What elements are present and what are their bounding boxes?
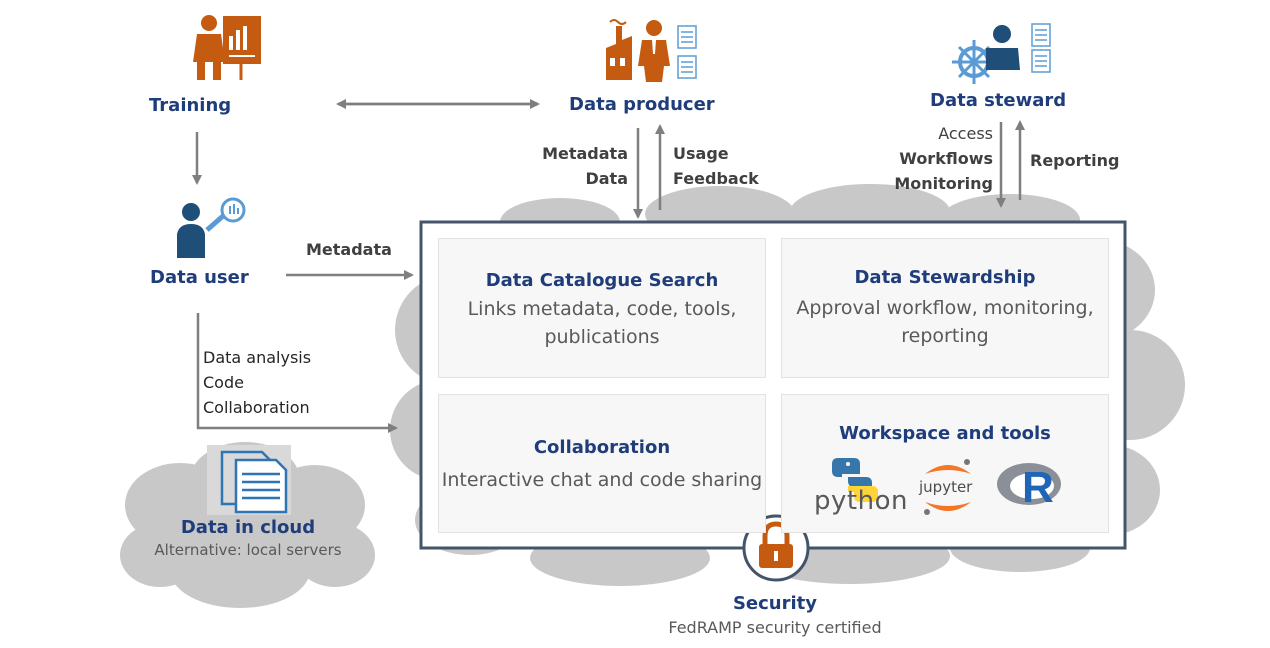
producer-out-line-1: Usage [673, 144, 729, 163]
python-logo: python [812, 456, 907, 520]
user-work-line-1: Data analysis [203, 348, 312, 367]
ship-wheel-person-icon [952, 25, 1020, 84]
data-cloud-subtitle: Alternative: local servers [154, 541, 342, 559]
file-document-icon [220, 450, 288, 514]
data-cloud-label: Data in cloud Alternative: local servers [138, 517, 358, 559]
jupyter-wordmark: jupyter [919, 478, 973, 496]
panel-data-stewardship: Data Stewardship Approval workflow, moni… [781, 238, 1109, 378]
steward-in-label: Access Workflows Monitoring [880, 121, 993, 196]
producer-in-line-1: Metadata [542, 144, 628, 163]
security-title: Security [732, 593, 818, 614]
data-cloud-title: Data in cloud [180, 517, 316, 538]
steward-in-line-3: Monitoring [894, 174, 993, 193]
steward-document-icon [1031, 23, 1051, 73]
role-data-producer: Data producer [569, 94, 715, 115]
producer-in-line-2: Data [585, 169, 628, 188]
security-label: Security FedRAMP security certified [630, 593, 920, 637]
producer-in-label: Metadata Data [536, 141, 628, 191]
panel-collaboration: Collaboration Interactive chat and code … [438, 394, 766, 533]
role-data-steward: Data steward [930, 90, 1067, 111]
role-data-user: Data user [150, 267, 249, 288]
user-metadata-label: Metadata [306, 240, 392, 259]
user-work-label: Data analysis Code Collaboration [203, 345, 311, 420]
r-logo: R [996, 460, 1066, 516]
r-letter: R [1022, 463, 1054, 512]
panel-title: Data Catalogue Search [485, 270, 719, 291]
steward-out-label: Reporting [1030, 151, 1120, 170]
panel-description: Approval workflow, monitoring, reporting [796, 297, 1094, 347]
steward-in-line-1: Access [938, 124, 993, 143]
document-icon [677, 25, 697, 79]
user-work-arrow [196, 313, 398, 433]
panel-description: Links metadata, code, tools, publication… [467, 298, 737, 348]
role-training: Training [149, 95, 232, 116]
security-subtitle: FedRAMP security certified [668, 618, 882, 637]
magnifier-person-icon [177, 197, 246, 258]
producer-out-line-2: Feedback [673, 169, 759, 188]
panel-title: Data Stewardship [854, 267, 1036, 288]
producer-out-label: Usage Feedback [673, 141, 759, 191]
python-wordmark: python [814, 486, 908, 516]
panel-title: Collaboration [533, 437, 671, 458]
panel-description: Interactive chat and code sharing [441, 469, 763, 491]
presenter-icon [193, 15, 261, 80]
panel-data-catalogue-search: Data Catalogue Search Links metadata, co… [438, 238, 766, 378]
user-work-line-2: Code [203, 373, 244, 392]
factory-worker-icon [606, 19, 670, 82]
user-work-line-3: Collaboration [203, 398, 310, 417]
jupyter-logo: jupyter [915, 456, 981, 520]
steward-in-line-2: Workflows [899, 149, 993, 168]
panel-title: Workspace and tools [839, 423, 1051, 444]
